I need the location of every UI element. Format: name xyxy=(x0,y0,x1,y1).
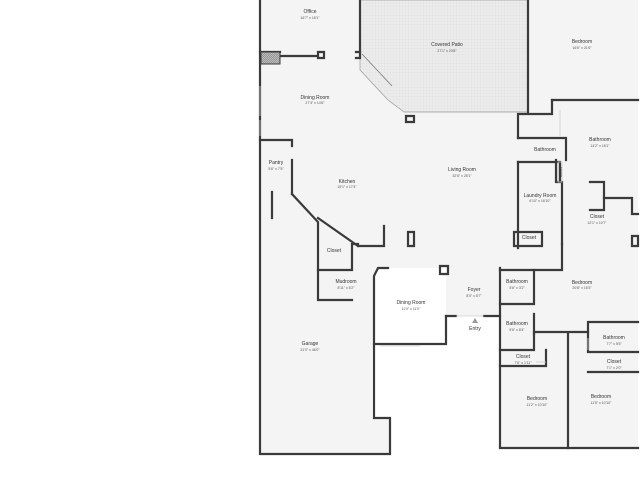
room-labels: Office 16'7" x 15'1" Covered Patio 27'1"… xyxy=(268,9,625,407)
bathroom-mid1-label: Bathroom xyxy=(506,279,528,285)
closet-bed-left-dims: 7'6" x 1'11" xyxy=(515,361,533,365)
living-room-dims: 32'6" x 25'1" xyxy=(452,174,472,178)
closet-bed-right-label: Closet xyxy=(607,359,622,365)
mudroom-label: Mudroom xyxy=(335,279,356,285)
bathroom-mid1-dims: 5'6" x 3'2" xyxy=(509,286,525,290)
bedroom-bottom-right-dims: 11'5" x 10'10" xyxy=(591,401,613,405)
bedroom-top-dims: 16'6" x 21'6" xyxy=(572,46,592,50)
pantry-label: Pantry xyxy=(269,160,284,166)
covered-patio-dims: 27'1" x 23'8" xyxy=(437,49,457,53)
walls xyxy=(258,0,640,456)
closet-kitchen-label: Closet xyxy=(327,248,342,254)
bedroom-bottom-left-label: Bedroom xyxy=(527,396,547,402)
bedroom-bottom-right-label: Bedroom xyxy=(591,394,611,400)
mudroom-dims: 8'11" x 5'2" xyxy=(338,286,356,290)
bathroom-mid2-dims: 5'6" x 8'4" xyxy=(509,328,525,332)
closet-laundry-side-label: Closet xyxy=(559,167,563,177)
closet-bed-left-label: Closet xyxy=(516,354,531,360)
dining-room-lower-dims: 11'0" x 11'0" xyxy=(402,307,421,311)
bedroom-mid-dims: 20'8" x 15'3" xyxy=(572,286,592,290)
closet-master-dims: 12'1" x 10'7" xyxy=(587,221,607,225)
office-label: Office xyxy=(304,9,317,15)
bathroom-small-label: Bathroom xyxy=(534,147,556,153)
bedroom-mid-label: Bedroom xyxy=(572,280,592,286)
dining-room-lower-label: Dining Room xyxy=(397,300,426,306)
bathroom-right-label: Bathroom xyxy=(603,335,625,341)
closet-laundry-label: Closet xyxy=(522,235,537,241)
bathroom-master-dims: 14'2" x 16'1" xyxy=(590,144,610,148)
covered-patio-area xyxy=(359,0,529,113)
laundry-room-label: Laundry Room xyxy=(524,193,557,199)
garage-dims: 21'0" x 46'0" xyxy=(300,348,320,352)
office-dims: 16'7" x 15'1" xyxy=(300,16,320,20)
kitchen-label: Kitchen xyxy=(339,179,356,185)
covered-patio-label: Covered Patio xyxy=(431,42,463,48)
entry-label: Entry xyxy=(469,326,481,332)
foyer-dims: 8'0" x 8'7" xyxy=(466,294,482,298)
foyer-label: Foyer xyxy=(468,287,481,293)
closet-master-label: Closet xyxy=(590,214,605,220)
dining-room-upper-dims: 27'3" x 14'6" xyxy=(305,101,325,105)
bathroom-master-label: Bathroom xyxy=(589,137,611,143)
bedroom-top-label: Bedroom xyxy=(572,39,592,45)
living-room-label: Living Room xyxy=(448,167,476,173)
laundry-room-dims: 6'10" x 16'10" xyxy=(529,199,551,203)
pantry-dims: 5'6" x 7'5" xyxy=(268,167,284,171)
entry-marker xyxy=(472,318,478,323)
kitchen-dims: 15'1" x 17'4" xyxy=(337,185,357,189)
dining-room-upper-label: Dining Room xyxy=(301,95,330,101)
door-openings xyxy=(259,86,589,363)
garage-label: Garage xyxy=(302,341,319,347)
bathroom-mid2-label: Bathroom xyxy=(506,321,528,327)
bathroom-right-dims: 7'7" x 5'5" xyxy=(606,342,622,346)
closet-bed-right-dims: 7'1" x 2'0" xyxy=(606,366,622,370)
bedroom-bottom-left-dims: 11'2" x 10'10" xyxy=(527,403,549,407)
